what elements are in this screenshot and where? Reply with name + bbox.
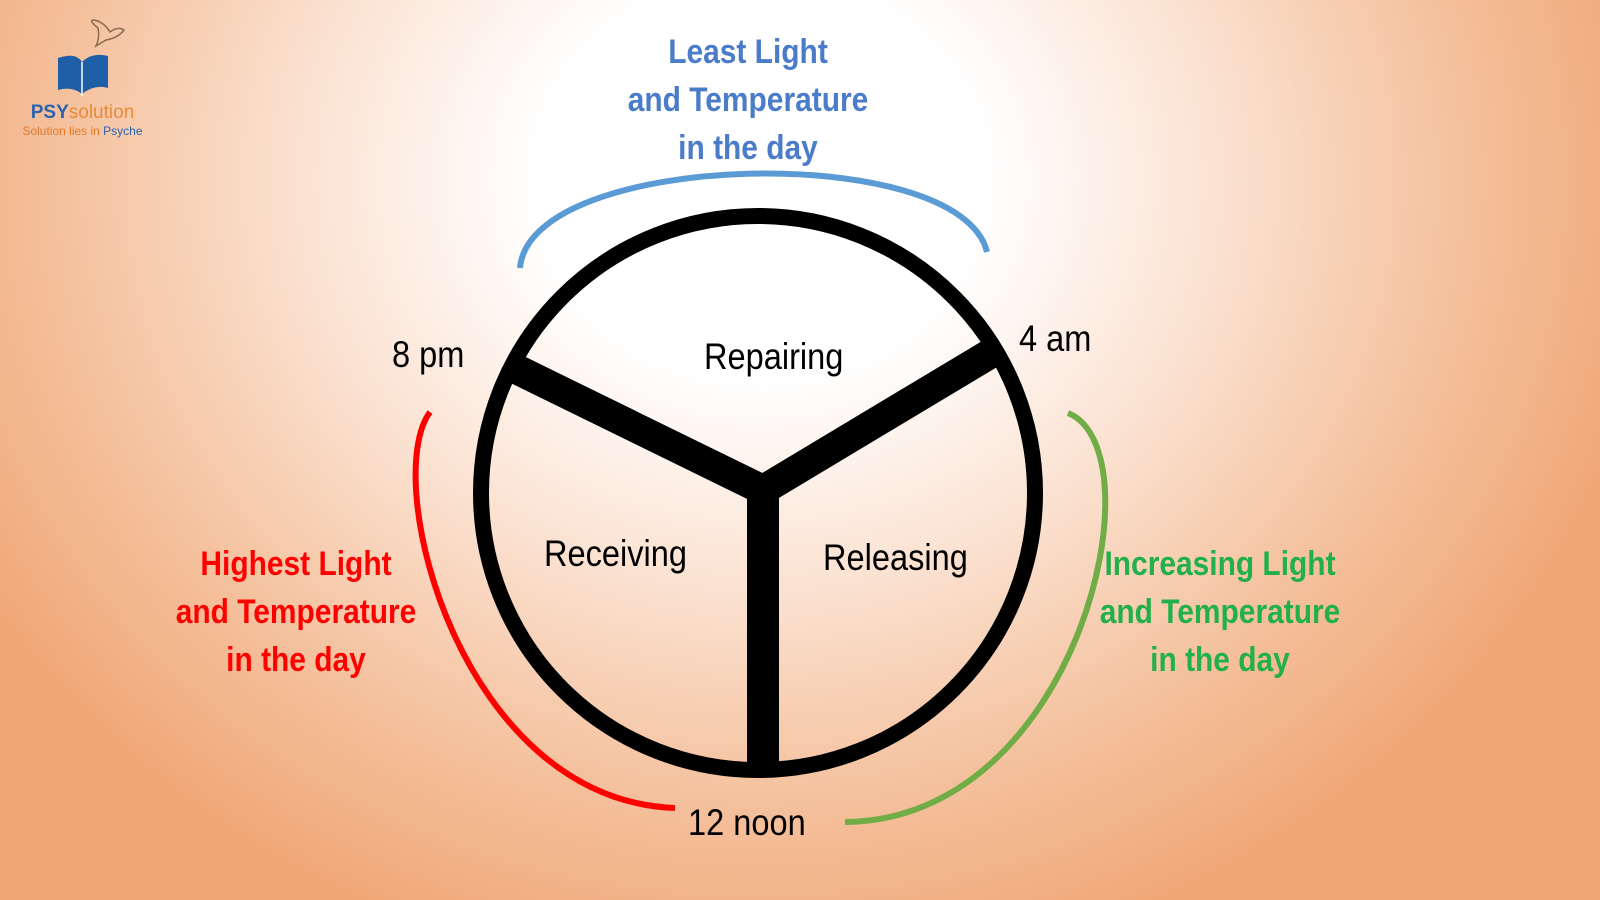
note-line: Least Light — [668, 33, 828, 71]
spoke-left — [505, 353, 770, 504]
least-light-arc — [517, 170, 990, 269]
tagline: Solution lies in — [22, 124, 104, 138]
note-line: and Temperature — [175, 593, 417, 631]
increasing-light-arc — [844, 410, 1109, 825]
phase-releasing: Releasing — [823, 537, 968, 578]
spoke-right — [755, 339, 1001, 503]
note-line: in the day — [226, 641, 366, 679]
note-line: and Temperature — [1099, 593, 1341, 631]
book-dove-icon — [58, 19, 126, 96]
least-light-note: Least Light and Temperature in the day — [598, 28, 897, 172]
highest-light-note: Highest Light and Temperature in the day — [146, 540, 445, 684]
note-line: in the day — [1150, 641, 1290, 679]
time-8pm: 8 pm — [392, 334, 465, 375]
brand-psy: PSY — [30, 102, 69, 123]
tagline-psyche: Psyche — [103, 124, 143, 138]
note-line: Highest Light — [200, 545, 392, 583]
note-line: in the day — [678, 129, 818, 167]
increasing-light-note: Increasing Light and Temperature in the … — [1062, 540, 1379, 684]
note-line: Increasing Light — [1104, 545, 1336, 583]
highest-light-arc — [412, 410, 676, 811]
time-4am: 4 am — [1019, 318, 1092, 359]
note-line: and Temperature — [627, 81, 869, 119]
phase-receiving: Receiving — [544, 533, 687, 574]
time-12-noon: 12 noon — [688, 802, 806, 843]
psysolution-logo: PSYsolution Solution lies in Psyche — [20, 10, 145, 138]
phase-repairing: Repairing — [704, 336, 844, 377]
brand-solution: solution — [68, 102, 135, 123]
